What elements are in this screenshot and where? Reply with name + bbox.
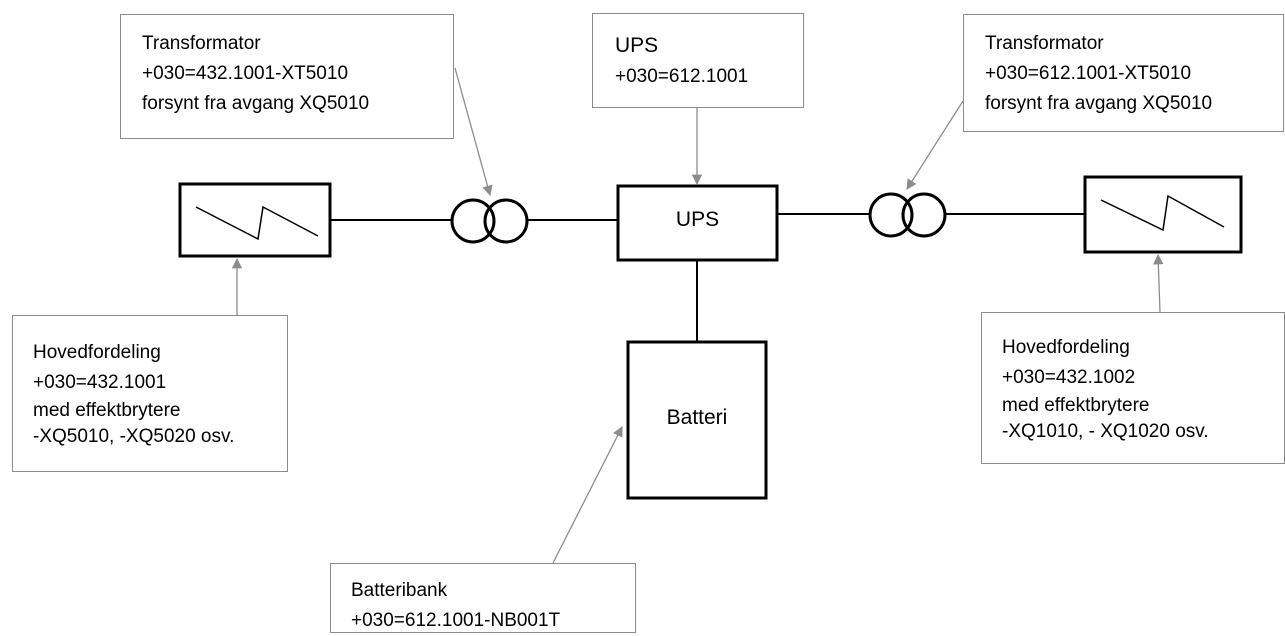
callout-note: med effektbrytere (33, 400, 181, 421)
callout-breakers: -XQ1010, - XQ1020 osv. (1002, 421, 1209, 442)
arrow-batteribank (552, 426, 623, 564)
callout-code: +030=612.1001-XT5010 (985, 63, 1192, 84)
callout-title: Transformator (142, 33, 261, 54)
callout-title: UPS (615, 34, 659, 57)
callout-code: +030=612.1001 (615, 66, 749, 87)
callout-code: +030=612.1001-NB001T (351, 610, 561, 631)
callout-note: forsynt fra avgang XQ5010 (142, 93, 370, 114)
transformer-left-symbol (450, 198, 529, 244)
transformer-right-symbol (868, 192, 947, 238)
callout-code: +030=432.1002 (1002, 367, 1136, 388)
callout-transformer-right: Transformator +030=612.1001-XT5010 forsy… (963, 14, 1284, 132)
ups-symbol (616, 184, 779, 262)
ups-label: UPS (675, 208, 720, 231)
callout-hovedfordeling-right: Hovedfordeling +030=432.1002 med effektb… (981, 312, 1285, 464)
callout-breakers: -XQ5010, -XQ5020 osv. (33, 426, 235, 447)
battery-symbol (626, 340, 768, 500)
callout-code: +030=432.1001-XT5010 (142, 63, 349, 84)
arrow-hf-right (1153, 253, 1164, 313)
callout-title: Transformator (985, 33, 1104, 54)
battery-label: Batteri (666, 406, 728, 429)
single-line-diagram (178, 67, 1243, 564)
callout-title: Hovedfordeling (33, 342, 161, 363)
callout-title: Hovedfordeling (1002, 337, 1130, 358)
callout-code: +030=432.1001 (33, 372, 167, 393)
callout-transformer-left: Transformator +030=432.1001-XT5010 forsy… (120, 14, 454, 139)
arrow-trafo-right (906, 100, 964, 190)
distribution-panel-right-symbol (1083, 175, 1243, 254)
callout-hovedfordeling-left: Hovedfordeling +030=432.1001 med effektb… (12, 315, 288, 472)
arrow-trafo-left (454, 67, 493, 197)
callout-batteribank: Batteribank +030=612.1001-NB001T (330, 563, 636, 633)
callout-note: forsynt fra avgang XQ5010 (985, 93, 1213, 114)
callout-title: Batteribank (351, 580, 448, 601)
distribution-panel-left-symbol (178, 182, 332, 258)
callout-note: med effektbrytere (1002, 395, 1150, 416)
callout-ups: UPS +030=612.1001 (592, 13, 804, 108)
